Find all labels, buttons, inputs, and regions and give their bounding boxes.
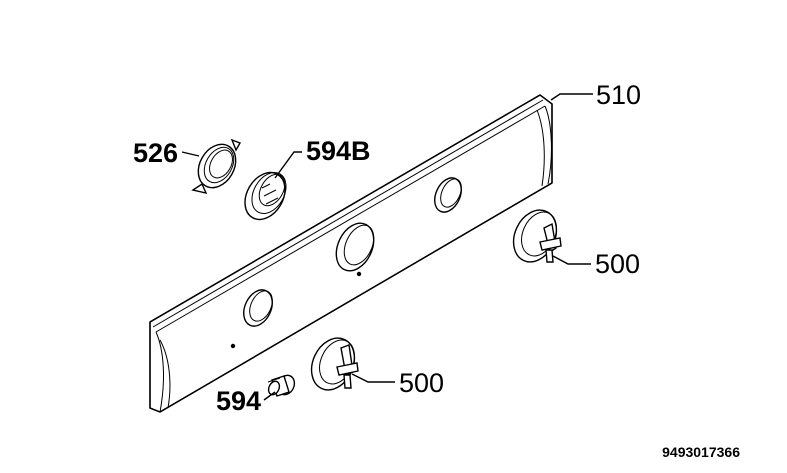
leader-lines [181, 93, 593, 401]
callout-500-right: 500 [595, 249, 640, 279]
callout-500-bottom: 500 [399, 368, 444, 398]
knob-500-bottom [310, 337, 359, 391]
knob-cap-594b [244, 171, 287, 221]
bezel-ring-526 [191, 138, 242, 194]
callout-594b: 594B [306, 136, 371, 166]
callout-594: 594 [216, 386, 261, 416]
document-number: 9493017366 [662, 444, 740, 460]
control-panel-510 [149, 94, 553, 413]
spindle-594 [267, 374, 296, 397]
callout-526: 526 [133, 138, 178, 168]
knob-500-right [512, 209, 562, 263]
callout-510: 510 [596, 80, 641, 110]
